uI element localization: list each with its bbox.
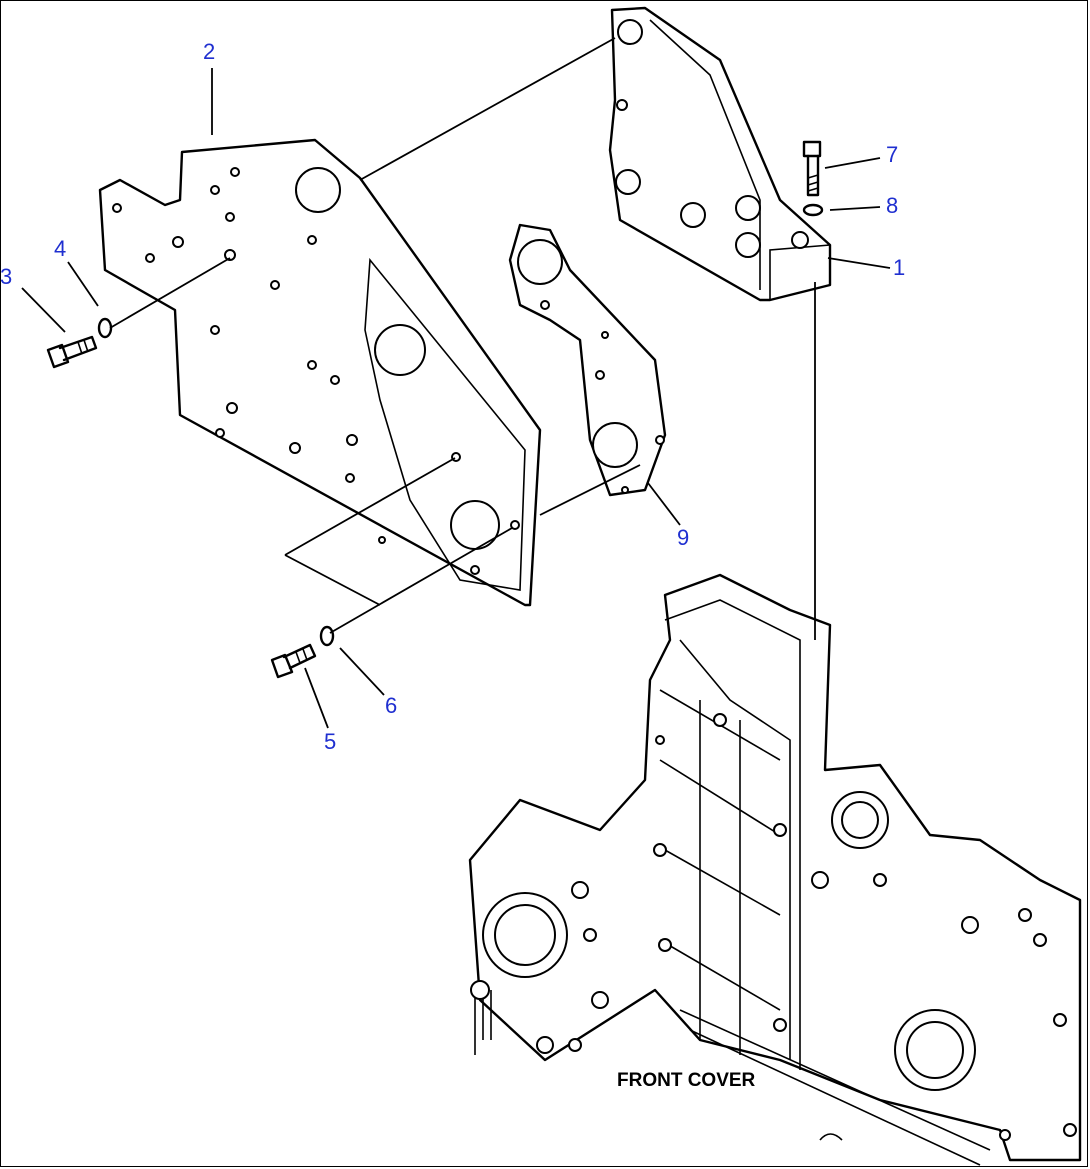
callout-1: 1	[893, 255, 905, 280]
callout-7: 7	[886, 142, 898, 167]
front-cover-caption: FRONT COVER	[617, 1070, 756, 1091]
washer-part-4[interactable]	[97, 317, 113, 339]
assembly-lines	[109, 37, 816, 640]
plate-part-2[interactable]	[98, 138, 542, 607]
callout-2: 2	[203, 39, 215, 64]
callout-6: 6	[385, 693, 397, 718]
bolt-part-5[interactable]	[270, 643, 317, 679]
callout-4: 4	[54, 236, 66, 261]
callout-9: 9	[677, 525, 689, 550]
washer-part-6[interactable]	[319, 625, 335, 647]
callout-8: 8	[886, 193, 898, 218]
front-cover-housing[interactable]	[468, 573, 1082, 1166]
bolt-part-7[interactable]	[802, 140, 822, 197]
leader-lines	[21, 68, 891, 729]
callout-3: 3	[0, 264, 12, 289]
gasket-part-9[interactable]	[508, 223, 667, 497]
callout-5: 5	[324, 729, 336, 754]
bolt-part-3[interactable]	[46, 335, 98, 369]
bracket-part-1[interactable]	[608, 6, 832, 302]
washer-part-8[interactable]	[802, 203, 824, 217]
